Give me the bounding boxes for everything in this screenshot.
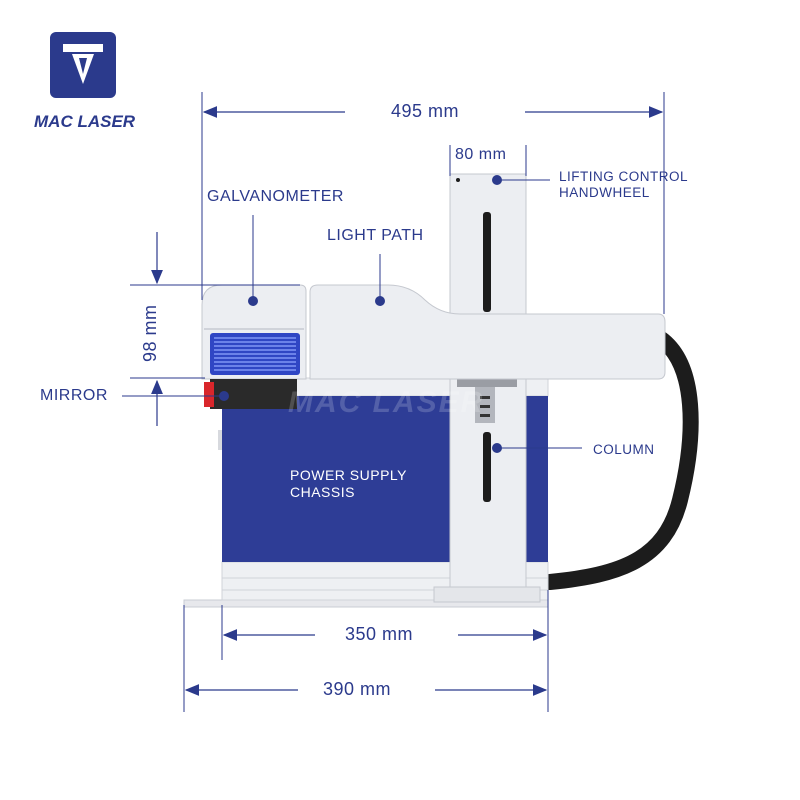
light-path-callout-dot	[375, 296, 385, 306]
dim-chassis-width-label: 350 mm	[345, 624, 414, 644]
power-supply-label-line2: CHASSIS	[290, 484, 355, 500]
dim-base-width-label: 390 mm	[323, 679, 392, 699]
mirror-label: MIRROR	[40, 387, 108, 404]
dim-overall-width-label: 495 mm	[391, 101, 460, 121]
dim-head-height-label: 98 mm	[140, 304, 160, 362]
arm-beam	[309, 284, 666, 380]
column-slot-lower	[483, 432, 491, 502]
brand-logo-mark	[63, 44, 103, 84]
handwheel-callout-dot	[492, 175, 502, 185]
cable	[542, 327, 699, 590]
column-label: COLUMN	[593, 442, 655, 457]
dim-column-width-label: 80 mm	[455, 146, 507, 163]
lifting-control-label-line1: LIFTING CONTROL	[559, 169, 689, 184]
column-slot-upper	[483, 212, 491, 312]
mirror-callout-dot	[219, 391, 229, 401]
lifting-control-label-line2: HANDWHEEL	[559, 185, 650, 200]
brand-name: MAC LASER	[34, 112, 136, 131]
mirror-red-indicator	[204, 382, 214, 407]
light-path-label: LIGHT PATH	[327, 227, 424, 244]
brand-logo	[50, 32, 116, 98]
power-supply-label-line1: POWER SUPPLY	[290, 467, 407, 483]
column-bracket	[457, 378, 517, 387]
column-callout-dot	[492, 443, 502, 453]
galvanometer-callout-dot	[248, 296, 258, 306]
column-foot	[433, 586, 541, 603]
galvanometer-label: GALVANOMETER	[207, 188, 344, 205]
watermark: MAC LASER	[288, 386, 484, 419]
